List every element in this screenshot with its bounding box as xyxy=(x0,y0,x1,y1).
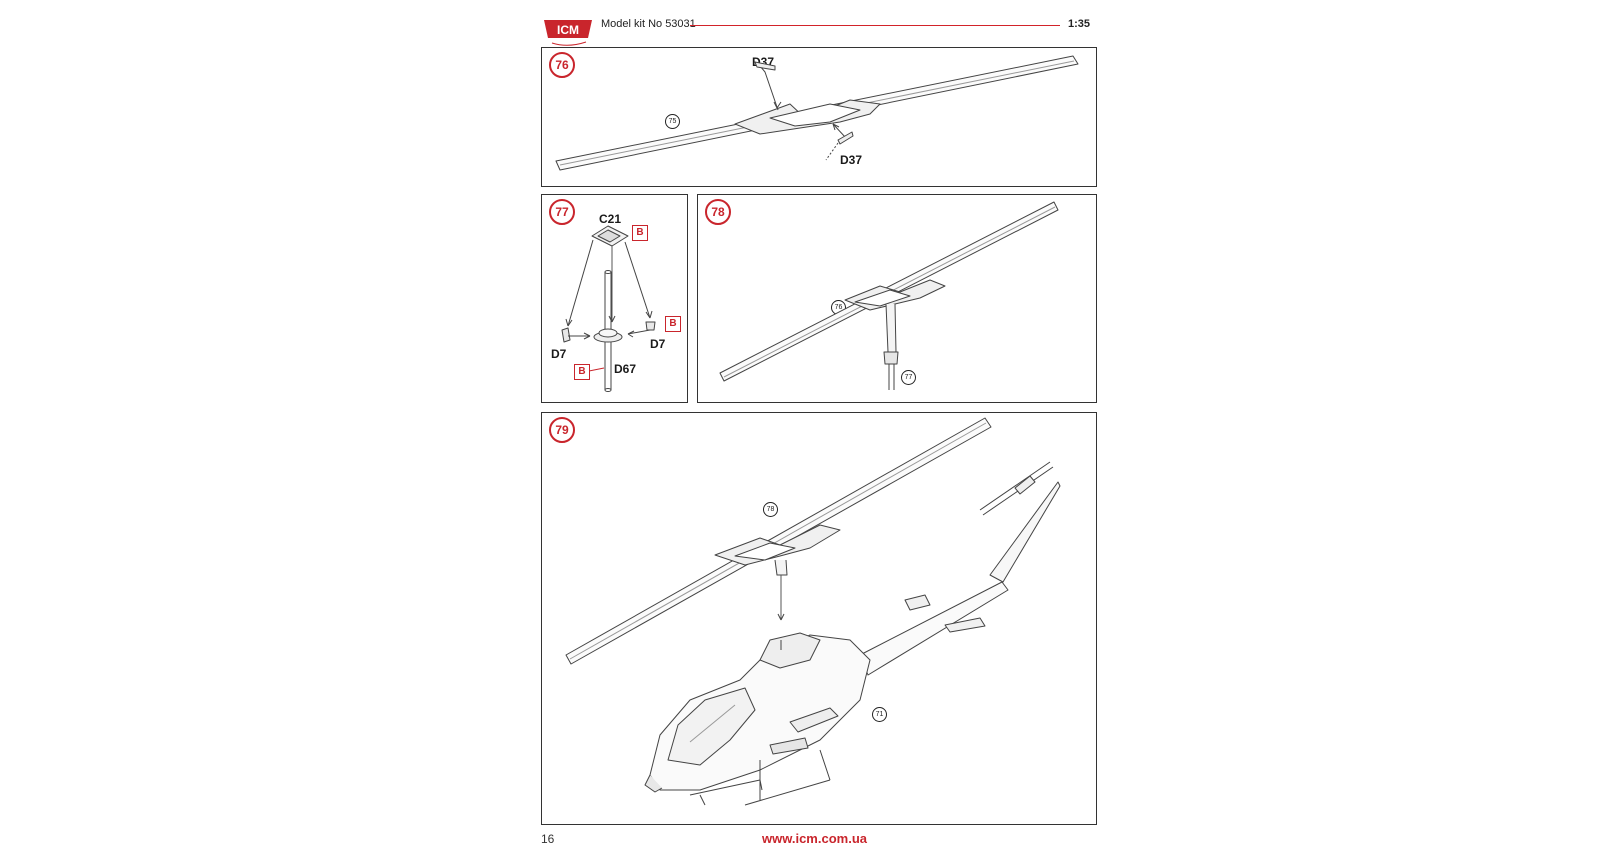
ref-circle-77: 77 xyxy=(901,370,916,385)
icm-logo: ICM xyxy=(542,18,594,48)
step-79-badge: 79 xyxy=(549,417,575,443)
part-label-d7-left: D7 xyxy=(551,347,567,361)
icm-logo-graphic: ICM xyxy=(544,20,592,46)
part-label-d7-right: D7 xyxy=(650,337,666,351)
part-label-c21: C21 xyxy=(599,212,622,226)
svg-text:ICM: ICM xyxy=(557,23,579,37)
helicopter-79-drawing xyxy=(565,417,1061,806)
website-link[interactable]: www.icm.com.ua xyxy=(762,831,867,846)
ref-circle-75: 75 xyxy=(665,114,680,129)
paint-code-b-right: B xyxy=(665,316,681,332)
part-label-d67: D67 xyxy=(614,362,637,376)
rotor-mast-77-drawing xyxy=(561,225,656,392)
paint-code-b-top: B xyxy=(632,225,648,241)
page-number: 16 xyxy=(541,832,555,846)
ref-circle-71: 71 xyxy=(872,707,887,722)
kit-number: Model kit No 53031 xyxy=(601,18,696,30)
rotor-assembly-78-drawing xyxy=(719,201,1059,390)
rotor-blade-76-drawing xyxy=(555,55,1079,171)
ref-circle-78: 78 xyxy=(763,502,778,517)
paint-code-b-bottom: B xyxy=(574,364,590,380)
part-label-d37-bottom: D37 xyxy=(840,153,863,167)
header-rule xyxy=(690,25,1060,26)
scale-label: 1:35 xyxy=(1068,18,1091,30)
step-77-badge: 77 xyxy=(549,199,575,225)
step-78-badge: 78 xyxy=(705,199,731,225)
step-76-badge: 76 xyxy=(549,52,575,78)
